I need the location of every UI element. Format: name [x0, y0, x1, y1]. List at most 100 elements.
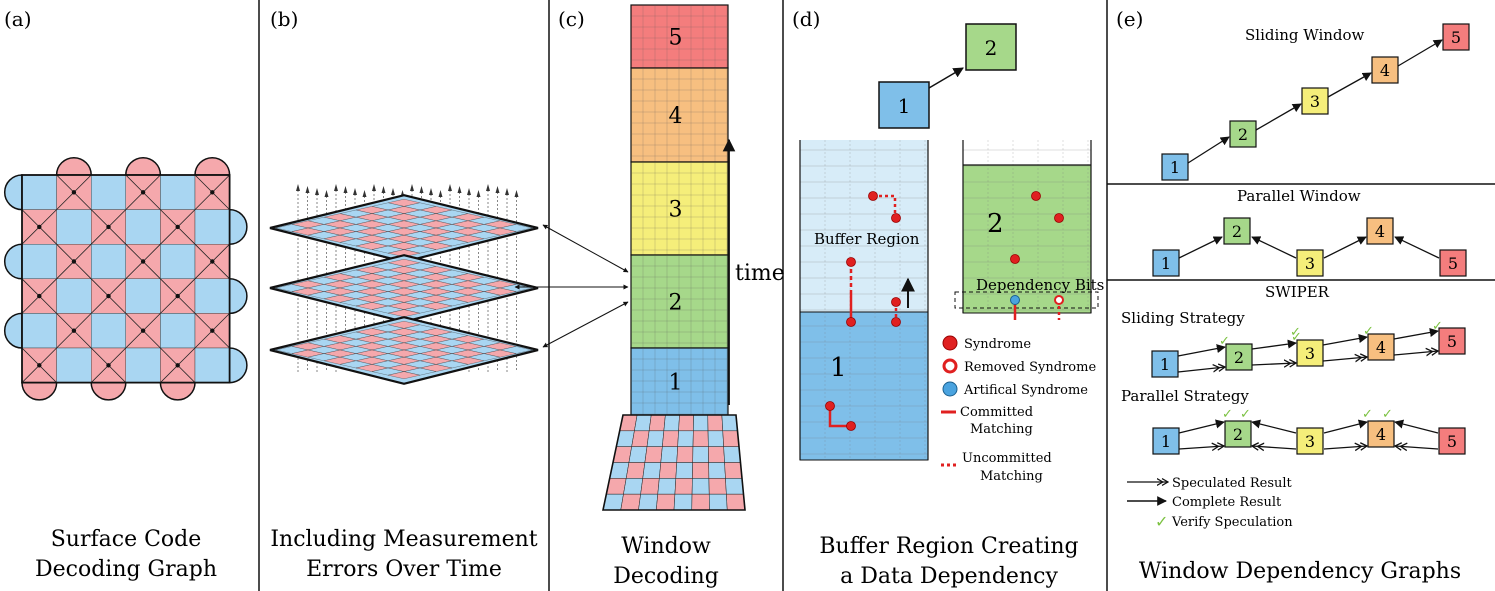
legend-e: Speculated Result Complete Result ✓ Veri…	[1127, 476, 1293, 531]
syndrome-dot	[891, 213, 901, 223]
graph-node-label-5: 5	[1448, 254, 1458, 273]
graph-node-label-2: 2	[1234, 348, 1244, 367]
time-edge-arrowhead	[410, 184, 414, 191]
graph-node-label-3: 3	[1305, 432, 1315, 451]
graph-node-label-3: 3	[1310, 92, 1320, 111]
legend-complete: Complete Result	[1172, 495, 1282, 510]
base-cell	[657, 478, 677, 495]
base-cell	[692, 430, 709, 447]
time-edge-arrowhead	[372, 184, 376, 191]
speculated-arrow	[1252, 446, 1297, 449]
time-edge-arrowhead	[296, 184, 300, 191]
time-edge-arrowhead	[448, 184, 452, 191]
time-edge-arrowhead	[381, 186, 386, 193]
complete-arrow	[1177, 344, 1226, 357]
window-label-2: 2	[669, 291, 683, 316]
surface-code-grid	[3, 156, 248, 401]
top-window-2-label: 2	[985, 36, 998, 60]
base-cell	[625, 462, 646, 479]
base-outline	[602, 414, 746, 511]
legend-artificial: Artifical Syndrome	[963, 383, 1088, 398]
window-2-region	[962, 164, 1092, 314]
graph-node-label-1: 1	[1170, 158, 1180, 177]
graph-node-5	[1439, 249, 1467, 277]
uncommitted-matching	[873, 194, 897, 218]
time-edge-arrowhead	[438, 190, 443, 197]
base-cell	[644, 446, 663, 463]
plaquette	[90, 243, 126, 279]
window-2-big-label: 2	[987, 209, 1004, 239]
parallel-window-title: Parallel Window	[1237, 187, 1361, 205]
legend-committed-2: Matching	[970, 422, 1033, 437]
legend-committed-1: Committed	[960, 405, 1033, 420]
caption-d-line1: Buffer Region Creating	[819, 534, 1078, 559]
syndrome-dot	[1031, 191, 1041, 201]
window-block-2	[630, 254, 729, 349]
graph-node-5	[1442, 23, 1470, 51]
base-cell	[691, 493, 710, 511]
graph-node-4	[1371, 56, 1399, 84]
graph-node-label-5: 5	[1447, 432, 1457, 451]
plaquette	[56, 209, 92, 245]
base-cell	[722, 430, 740, 447]
complete-arrow	[1251, 339, 1297, 350]
graph-node-3	[1296, 249, 1324, 277]
graph-node-3	[1296, 339, 1324, 367]
graph-node-label-4: 4	[1380, 61, 1390, 80]
sliding-window-title: Sliding Window	[1245, 26, 1365, 44]
time-edge-arrowhead	[362, 190, 367, 197]
window-label-5: 5	[669, 26, 683, 51]
graph-node-5	[1438, 327, 1466, 355]
complete-arrow	[1393, 327, 1439, 340]
measurement-layers	[269, 184, 539, 385]
base-cell	[634, 414, 652, 432]
dependency-bits-label: Dependency Bits	[976, 276, 1104, 294]
base-cell	[655, 493, 676, 511]
legend-uncommitted-2: Matching	[980, 469, 1043, 484]
boundary-bump	[21, 381, 58, 401]
base-cell	[726, 493, 746, 511]
caption-c-line1: Window	[621, 534, 711, 559]
plaquette	[160, 243, 196, 279]
node	[71, 259, 77, 264]
graph-node-3	[1296, 427, 1324, 455]
syndrome-dot	[868, 191, 878, 201]
syndrome-dot	[1010, 254, 1020, 264]
node	[106, 363, 111, 368]
syndrome-dot	[825, 401, 835, 411]
complete-arrow	[1251, 236, 1297, 259]
plaquette	[21, 243, 57, 279]
graph-node-label-4: 4	[1375, 222, 1385, 241]
caption-a-line2: Decoding Graph	[35, 557, 217, 582]
verify-check-icon: ✓	[1291, 330, 1302, 345]
graph-node-2	[1223, 217, 1251, 245]
verify-check-icon: ✓	[1240, 407, 1251, 422]
time-edge-arrowhead	[505, 188, 509, 195]
panel-letter-a: (a)	[4, 7, 32, 31]
legend-d: Syndrome Removed Syndrome Artifical Synd…	[941, 335, 1096, 484]
syndrome-dot	[891, 317, 901, 327]
buffer-region-diagram	[799, 140, 1099, 461]
legend-syndrome: Syndrome	[964, 337, 1031, 352]
boundary-bump	[3, 312, 23, 349]
node	[210, 259, 215, 264]
graph-node-label-1: 1	[1161, 254, 1171, 273]
plaquette	[125, 347, 161, 383]
speculated-arrow	[1178, 446, 1224, 449]
base-cell	[662, 430, 679, 447]
plaquette	[194, 347, 230, 383]
base-cell	[628, 446, 648, 463]
base-cell	[660, 446, 678, 463]
complete-arrow	[1178, 419, 1225, 434]
graph-node-2	[1224, 420, 1252, 448]
boundary-bump	[228, 208, 248, 245]
graph-node-label-3: 3	[1305, 344, 1315, 363]
link-arrow-bottom	[542, 301, 629, 348]
caption-b-line2: Errors Over Time	[306, 557, 502, 582]
graph-node-1	[1152, 249, 1180, 277]
plaquette	[90, 174, 126, 210]
boundary-bump	[194, 156, 231, 176]
top-window-1-label: 1	[898, 94, 911, 118]
legend-removed-dot	[942, 358, 958, 374]
